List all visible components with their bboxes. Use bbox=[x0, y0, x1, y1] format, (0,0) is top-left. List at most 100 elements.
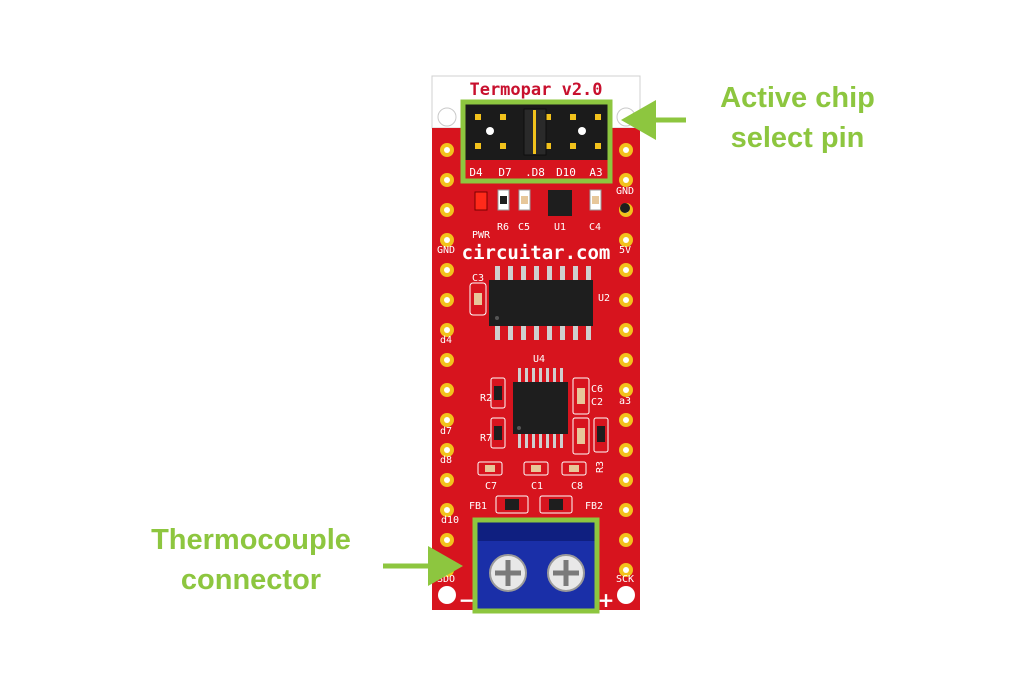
mount-hole-top-right bbox=[616, 107, 636, 127]
header-label-d4: D4 bbox=[469, 166, 483, 179]
header-pin-hole bbox=[578, 127, 586, 135]
label-c2: C2 bbox=[591, 397, 603, 408]
mount-hole-bottom-left bbox=[438, 586, 456, 604]
label-c8: C8 bbox=[571, 481, 583, 492]
right-label-sck: SCK bbox=[616, 574, 634, 585]
edge-pad-hole bbox=[444, 147, 450, 153]
callout-connector-line2: connector bbox=[180, 564, 322, 596]
right-label-5v: 5V bbox=[619, 245, 631, 256]
edge-pad-hole bbox=[623, 267, 629, 273]
header-pins bbox=[475, 114, 601, 149]
edge-pad-hole bbox=[444, 327, 450, 333]
edge-pad-hole bbox=[623, 477, 629, 483]
r7-body bbox=[494, 426, 502, 440]
label-u1: U1 bbox=[554, 222, 566, 233]
header-pin-hole bbox=[486, 127, 494, 135]
right-label-gnd: GND bbox=[616, 186, 634, 197]
chip-lead bbox=[534, 266, 539, 280]
edge-pad-hole bbox=[623, 237, 629, 243]
label-c3: C3 bbox=[472, 273, 484, 284]
c8-body bbox=[569, 465, 579, 472]
label-c4: C4 bbox=[589, 222, 601, 233]
chip-lead bbox=[573, 326, 578, 340]
chip-lead bbox=[560, 266, 565, 280]
chip-lead bbox=[553, 434, 556, 448]
edge-pad-hole bbox=[444, 357, 450, 363]
header-pin bbox=[570, 114, 576, 120]
chip-lead bbox=[573, 266, 578, 280]
chip-lead bbox=[560, 434, 563, 448]
left-label-sdo: SDO bbox=[437, 574, 455, 585]
label-r7: R7 bbox=[480, 433, 492, 444]
header-pin bbox=[570, 143, 576, 149]
edge-pad-hole bbox=[623, 327, 629, 333]
chip-lead bbox=[546, 368, 549, 382]
u4-chip bbox=[513, 382, 568, 434]
label-c7: C7 bbox=[485, 481, 497, 492]
callout-chip-select-line2: select pin bbox=[730, 122, 865, 154]
chip-lead bbox=[560, 368, 563, 382]
u2-chip bbox=[489, 280, 593, 326]
c2-body bbox=[577, 428, 585, 444]
left-label-gnd: GND bbox=[437, 245, 455, 256]
chip-lead bbox=[508, 266, 513, 280]
edge-pad-hole bbox=[623, 297, 629, 303]
right-label-a3: a3 bbox=[619, 396, 631, 407]
chip-lead bbox=[518, 368, 521, 382]
header-pin bbox=[545, 114, 551, 120]
polarity-plus: + bbox=[598, 588, 615, 612]
u2-leads bbox=[495, 266, 591, 340]
chip-lead bbox=[508, 326, 513, 340]
header-label-d8: .D8 bbox=[525, 166, 545, 179]
edge-pad-hole bbox=[444, 207, 450, 213]
label-u4: U4 bbox=[533, 354, 545, 365]
u2-pin1-dot bbox=[495, 316, 499, 320]
header-label-d10: D10 bbox=[556, 166, 576, 179]
header-pin bbox=[595, 114, 601, 120]
u4-leads bbox=[518, 368, 563, 448]
edge-pad-hole bbox=[623, 177, 629, 183]
via bbox=[620, 203, 630, 213]
label-r2: R2 bbox=[480, 393, 492, 404]
edge-pad-hole bbox=[623, 567, 629, 573]
chip-lead bbox=[525, 434, 528, 448]
jumper-pin-bar bbox=[533, 110, 536, 154]
c4-body bbox=[592, 196, 599, 204]
left-label-d4: d4 bbox=[440, 335, 452, 346]
c7-body bbox=[485, 465, 495, 472]
header-pin bbox=[500, 114, 506, 120]
edge-pad-hole bbox=[444, 267, 450, 273]
edge-pad-hole bbox=[623, 447, 629, 453]
label-c1: C1 bbox=[531, 481, 543, 492]
label-fb2: FB2 bbox=[585, 501, 603, 512]
chip-lead bbox=[495, 326, 500, 340]
c6-body bbox=[577, 388, 585, 404]
u1-chip bbox=[548, 190, 572, 216]
chip-lead bbox=[532, 368, 535, 382]
header-pin bbox=[475, 143, 481, 149]
edge-pad-hole bbox=[444, 237, 450, 243]
edge-pad-hole bbox=[623, 417, 629, 423]
chip-lead bbox=[586, 266, 591, 280]
left-label-d10: d10 bbox=[441, 515, 459, 526]
edge-pad-hole bbox=[444, 507, 450, 513]
chip-lead bbox=[495, 266, 500, 280]
callout-connector-line1: Thermocouple bbox=[151, 524, 351, 556]
chip-lead bbox=[586, 326, 591, 340]
edge-pad-hole bbox=[444, 297, 450, 303]
label-pwr: PWR bbox=[472, 230, 491, 241]
label-r3: R3 bbox=[595, 461, 606, 473]
right-pad-column bbox=[619, 143, 633, 577]
terminal-block-top bbox=[476, 521, 597, 541]
left-pad-column bbox=[440, 143, 454, 577]
chip-lead bbox=[547, 266, 552, 280]
header-label-a3: A3 bbox=[589, 166, 602, 179]
screw-cross-left bbox=[495, 560, 521, 586]
chip-lead bbox=[518, 434, 521, 448]
connector-highlight bbox=[472, 517, 600, 614]
left-label-d7: d7 bbox=[440, 426, 452, 437]
header-pin bbox=[545, 143, 551, 149]
callout-chip-select: Active chip select pin bbox=[700, 78, 895, 158]
chip-lead bbox=[547, 326, 552, 340]
edge-pad-hole bbox=[444, 417, 450, 423]
